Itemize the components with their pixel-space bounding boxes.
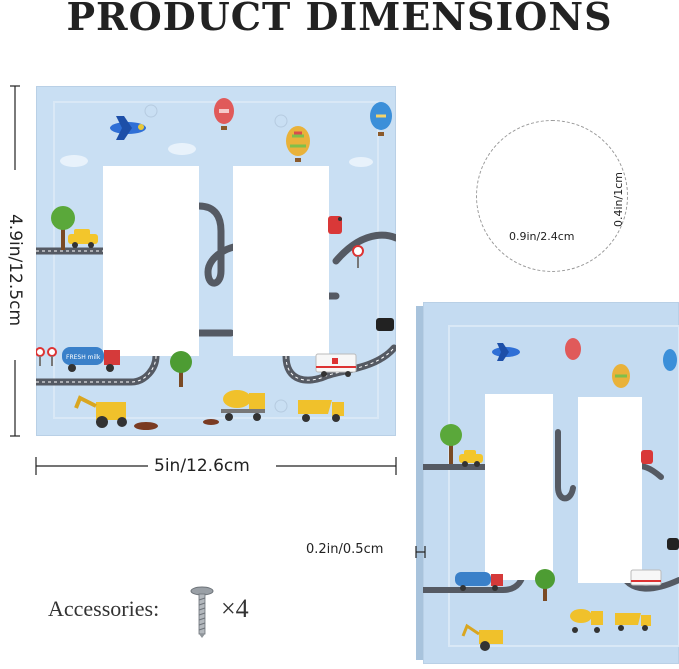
height-text: 4.9in/12.5cm <box>5 213 25 327</box>
cement-mixer-icon <box>570 609 603 633</box>
tree-icon <box>51 206 192 387</box>
page-title: PRODUCT DIMENSIONS <box>66 0 613 39</box>
traffic-sign-icon <box>352 245 364 268</box>
car-icon <box>459 450 483 467</box>
plate-illustration-perspective <box>420 325 679 651</box>
opening-width-label: 0.9in/2.4cm <box>509 230 575 243</box>
car-icon <box>68 229 98 248</box>
car-icon <box>641 450 653 464</box>
car-icon <box>328 216 342 234</box>
accessories-count: ×4 <box>221 594 249 623</box>
opening-depth-text: 0.4in/1cm <box>611 171 625 227</box>
plate-illustration: FRESH milk <box>32 98 400 430</box>
opening-detail-circle <box>476 120 628 272</box>
dump-truck-icon <box>615 613 651 631</box>
accessories-label: Accessories: <box>48 596 160 621</box>
car-icon <box>667 538 679 550</box>
wall-plate-front: FRESH milk <box>32 86 400 436</box>
excavator-icon <box>461 623 503 651</box>
hot-air-balloon-icon <box>565 338 677 388</box>
hot-air-balloon-icon <box>214 98 392 162</box>
tree-icon <box>440 424 555 601</box>
car-icon <box>376 318 394 331</box>
height-dimension-label: 4.9in/12.5cm <box>0 160 34 380</box>
airplane-icon <box>492 343 520 361</box>
cement-mixer-icon <box>221 390 265 421</box>
milk-truck-icon: FRESH milk <box>62 347 120 372</box>
width-dimension-label: 5in/12.6cm <box>148 456 256 476</box>
dump-truck-icon <box>298 400 344 422</box>
plate-edge <box>416 306 425 660</box>
thickness-dimension-label: 0.2in/0.5cm <box>306 542 384 557</box>
ambulance-icon <box>630 569 662 586</box>
excavator-icon <box>74 395 127 428</box>
ambulance-icon <box>315 353 357 377</box>
truck-label: FRESH milk <box>66 354 101 361</box>
cloud-icon <box>60 143 373 167</box>
airplane-icon <box>110 116 146 140</box>
traffic-sign-icon <box>35 347 57 366</box>
wall-plate-perspective <box>420 302 679 664</box>
screw-icon <box>190 586 214 638</box>
opening-depth-label: 0.4in/1cm <box>606 168 630 230</box>
milk-truck-icon <box>455 572 503 591</box>
